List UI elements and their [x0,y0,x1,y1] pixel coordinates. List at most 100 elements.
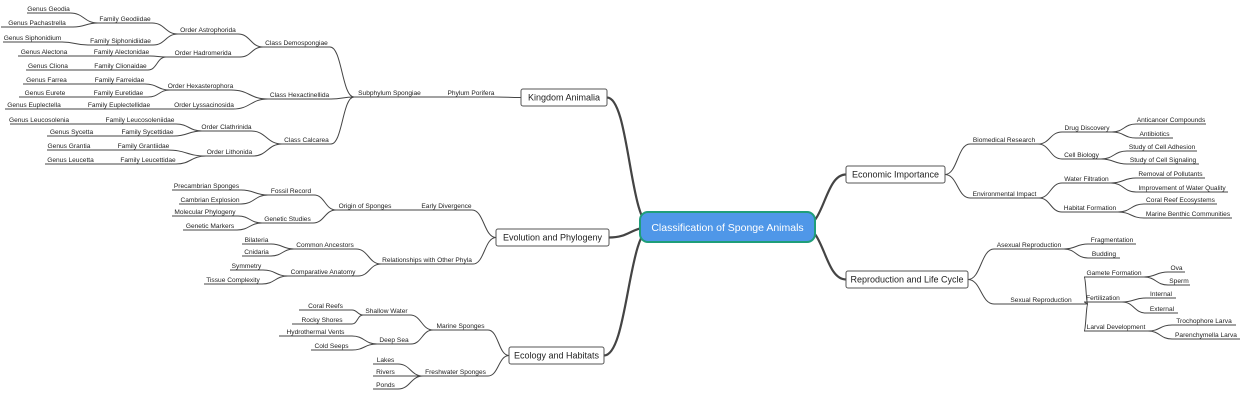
connector-coral-reef-ecosystems [1117,203,1145,213]
node-order-hexasterophora[interactable]: Order Hexasterophora [168,83,234,90]
node-genetic-markers[interactable]: Genetic Markers [186,223,235,230]
node-genus-eurete[interactable]: Genus Eurete [25,90,66,97]
node-family-leucosoleniidae[interactable]: Family Leucosoleniidae [106,117,175,124]
node-comparative-anatomy[interactable]: Comparative Anatomy [291,269,357,276]
node-cambrian-explosion[interactable]: Cambrian Explosion [180,197,239,204]
connector-genetic-markers [236,222,263,231]
node-family-siphonidiidae[interactable]: Family Siphonidiidae [90,38,151,45]
branch-reproduction-and-life-cycle[interactable] [845,270,969,289]
node-internal[interactable]: Internal [1150,291,1173,298]
node-order-clathrinida[interactable]: Order Clathrinida [201,124,252,131]
node-common-ancestors[interactable]: Common Ancestors [296,242,354,249]
node-genus-leucetta[interactable]: Genus Leucetta [47,157,94,164]
node-order-lyssacinosida[interactable]: Order Lyssacinosida [174,102,234,109]
node-coral-reef-ecosystems[interactable]: Coral Reef Ecosystems [1146,197,1216,204]
node-family-euplectellidae[interactable]: Family Euplectellidae [88,102,151,109]
node-class-calcarea[interactable]: Class Calcarea [284,137,329,144]
node-shallow-water[interactable]: Shallow Water [365,308,408,315]
node-genus-cliona[interactable]: Genus Cliona [28,63,68,70]
root-node[interactable] [639,211,816,243]
node-gamete-formation[interactable]: Gamete Formation [1087,270,1142,277]
node-larval-development[interactable]: Larval Development [1087,324,1146,331]
node-genus-farrea[interactable]: Genus Farrea [26,77,67,84]
node-removal-of-pollutants[interactable]: Removal of Pollutants [1138,171,1203,178]
node-asexual-reproduction[interactable]: Asexual Reproduction [997,242,1062,249]
node-rocky-shores[interactable]: Rocky Shores [301,317,343,324]
node-freshwater-sponges[interactable]: Freshwater Sponges [425,369,487,376]
node-genus-alectona[interactable]: Genus Alectona [21,49,68,56]
node-fragmentation[interactable]: Fragmentation [1091,237,1134,244]
node-class-demospongiae[interactable]: Class Demospongiae [265,40,328,47]
node-relationships-with-other-phyla[interactable]: Relationships with Other Phyla [382,257,472,264]
node-family-alectonidae[interactable]: Family Alectonidae [94,49,150,56]
node-tissue-complexity[interactable]: Tissue Complexity [206,277,260,284]
node-genus-sycetta[interactable]: Genus Sycetta [50,129,94,136]
node-rivers[interactable]: Rivers [376,369,395,376]
node-antibiotics[interactable]: Antibiotics [1139,131,1170,138]
node-deep-sea[interactable]: Deep Sea [379,337,409,344]
node-family-farreidae[interactable]: Family Farreidae [95,77,145,84]
node-early-divergence[interactable]: Early Divergence [421,203,472,210]
node-marine-benthic-communities[interactable]: Marine Benthic Communities [1146,211,1231,218]
node-study-of-cell-adhesion[interactable]: Study of Cell Adhesion [1129,144,1196,151]
node-sexual-reproduction[interactable]: Sexual Reproduction [1010,297,1072,304]
node-lakes[interactable]: Lakes [377,357,395,364]
node-genus-geodia[interactable]: Genus Geodia [27,6,70,13]
node-genus-pachastrella[interactable]: Genus Pachastrella [8,20,66,27]
node-study-of-cell-signaling[interactable]: Study of Cell Signaling [1130,157,1197,164]
node-genus-euplectella[interactable]: Genus Euplectella [7,102,61,109]
branch-evolution-and-phylogeny[interactable] [495,228,610,247]
node-genus-leucosolenia[interactable]: Genus Leucosolenia [9,117,69,124]
node-marine-sponges[interactable]: Marine Sponges [436,323,485,330]
node-environmental-impact[interactable]: Environmental Impact [973,191,1037,198]
node-improvement-of-water-quality[interactable]: Improvement of Water Quality [1138,185,1226,192]
node-cell-biology[interactable]: Cell Biology [1064,152,1100,159]
node-cold-seeps[interactable]: Cold Seeps [314,343,349,350]
node-fossil-record[interactable]: Fossil Record [271,188,312,195]
node-phylum-porifera[interactable]: Phylum Porifera [448,90,495,97]
node-drug-discovery[interactable]: Drug Discovery [1064,125,1110,132]
node-genus-grantia[interactable]: Genus Grantia [48,143,91,150]
node-order-lithonida[interactable]: Order Lithonida [207,149,253,156]
branch-ecology-and-habitats[interactable] [508,346,605,365]
connector-genus-geodia [69,12,99,24]
node-ponds[interactable]: Ponds [376,382,395,389]
node-ova[interactable]: Ova [1170,265,1182,272]
node-habitat-formation[interactable]: Habitat Formation [1064,205,1117,212]
node-bilateria[interactable]: Bilateria [245,237,269,244]
node-cnidaria[interactable]: Cnidaria [244,249,269,256]
node-sperm[interactable]: Sperm [1169,278,1189,285]
node-symmetry[interactable]: Symmetry [232,263,262,270]
node-family-clionaidae[interactable]: Family Clionaidae [94,63,147,70]
node-order-astrophorida[interactable]: Order Astrophorida [180,27,236,34]
node-family-grantiidae[interactable]: Family Grantiidae [118,143,170,150]
connector-external [1121,301,1147,314]
node-subphylum-spongiae[interactable]: Subphylum Spongiae [358,90,421,97]
connector-order-hadromerida [239,46,264,58]
connector-cell-biology [1037,143,1063,160]
node-family-euretidae[interactable]: Family Euretidae [94,90,144,97]
node-hydrothermal-vents[interactable]: Hydrothermal Vents [287,329,346,336]
node-budding[interactable]: Budding [1092,251,1117,258]
node-external[interactable]: External [1150,306,1175,313]
node-biomedical-research[interactable]: Biomedical Research [973,137,1036,144]
node-origin-of-sponges[interactable]: Origin of Sponges [339,203,392,210]
branch-economic-importance[interactable] [845,165,946,184]
node-parenchymella-larva[interactable]: Parenchymella Larva [1175,332,1237,339]
node-anticancer-compounds[interactable]: Anticancer Compounds [1137,117,1206,124]
branch-kingdom-animalia[interactable] [520,88,608,107]
node-coral-reefs[interactable]: Coral Reefs [308,303,344,310]
node-trochophore-larva[interactable]: Trochophore Larva [1176,318,1232,325]
node-fertilization[interactable]: Fertilization [1086,295,1120,302]
connector-fragmentation [1063,243,1089,250]
node-genetic-studies[interactable]: Genetic Studies [264,216,311,223]
node-family-sycettidae[interactable]: Family Sycettidae [121,129,173,136]
node-precambrian-sponges[interactable]: Precambrian Sponges [174,183,240,190]
node-genus-siphonidium[interactable]: Genus Siphonidium [4,35,62,42]
node-class-hexactinellida[interactable]: Class Hexactinellida [270,92,330,99]
node-water-filtration[interactable]: Water Filtration [1064,176,1109,183]
node-order-hadromerida[interactable]: Order Hadromerida [175,50,232,57]
node-molecular-phylogeny[interactable]: Molecular Phylogeny [174,209,236,216]
node-family-leucettidae[interactable]: Family Leucettidae [120,157,176,164]
node-family-geodiidae[interactable]: Family Geodiidae [99,16,151,23]
